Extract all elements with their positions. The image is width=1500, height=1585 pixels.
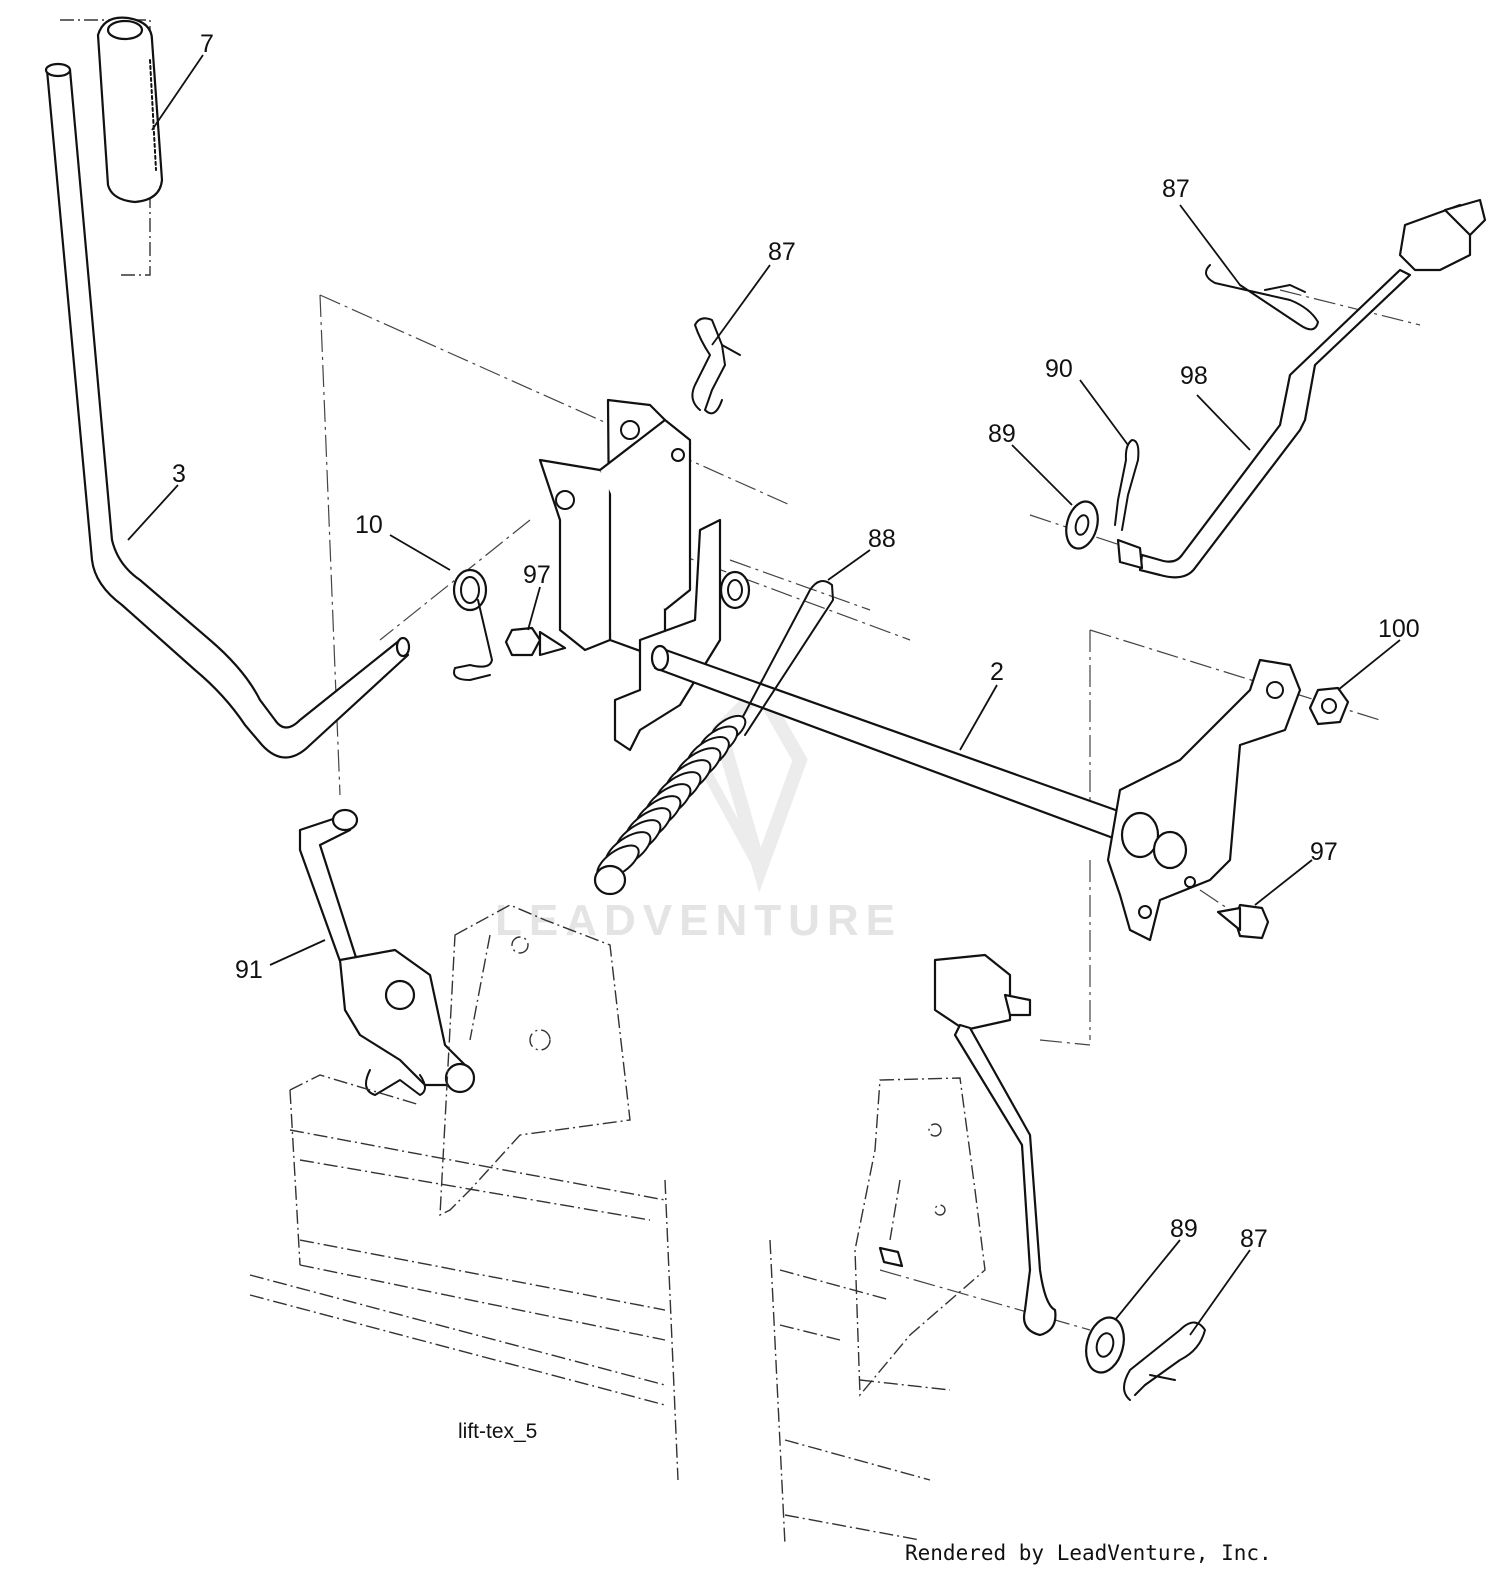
mounting-bracket <box>538 398 692 662</box>
callout-87-upper: 87 <box>768 238 796 266</box>
right-lift-arm <box>1106 658 1302 942</box>
part-7-handle-grip <box>60 16 164 276</box>
part-3-lift-handle <box>44 62 411 759</box>
watermark-logo <box>695 678 808 893</box>
callout-87-right: 87 <box>1162 175 1190 203</box>
part-91-linkage-arm <box>298 808 476 1096</box>
part-87-hairpin-clip-right <box>1205 264 1319 331</box>
callout-89-lower: 89 <box>1170 1215 1198 1243</box>
part-87-hairpin-clip-lower <box>1123 1321 1206 1401</box>
callout-91: 91 <box>235 956 263 984</box>
callout-labels: 7 3 10 97 87 88 87 90 89 98 100 2 97 91 … <box>172 30 1420 1253</box>
pivot-bracket <box>613 518 751 752</box>
callout-leaders <box>127 54 1401 1336</box>
part-87-hairpin-clip-upper <box>691 317 741 415</box>
diagram-caption: lift-tex_5 <box>458 1420 537 1443</box>
front-link-rod <box>933 953 1057 1337</box>
part-88-extension-spring <box>593 580 834 896</box>
part-90-hairpin <box>1114 439 1140 531</box>
render-credit: Rendered by LeadVenture, Inc. <box>905 1541 1272 1565</box>
left-deck-bracket <box>439 904 631 1217</box>
part-98-link-rod <box>1116 198 1487 579</box>
callout-98: 98 <box>1180 362 1208 390</box>
callout-89-upper: 89 <box>988 420 1016 448</box>
callout-10: 10 <box>355 511 383 539</box>
right-deck-bracket <box>854 1077 986 1397</box>
part-89-washer-lower <box>1085 1316 1125 1374</box>
callout-3: 3 <box>172 460 186 488</box>
part-89-washer-upper <box>1065 500 1099 550</box>
callout-97-lower: 97 <box>1310 838 1338 866</box>
part-100-nut <box>1308 686 1350 726</box>
callout-7: 7 <box>200 30 214 58</box>
callout-97-upper: 97 <box>523 561 551 589</box>
callout-87-lower: 87 <box>1240 1225 1268 1253</box>
part-97-bolt-upper <box>504 626 567 657</box>
callout-2: 2 <box>990 658 1004 686</box>
part-97-bolt-lower <box>1216 903 1270 940</box>
callout-88: 88 <box>868 525 896 553</box>
callout-90: 90 <box>1045 355 1073 383</box>
watermark-text: LEADVENTURE <box>495 896 902 945</box>
callout-100: 100 <box>1378 615 1420 643</box>
part-10-torsion-spring <box>452 568 493 681</box>
mower-deck-outline <box>249 1074 951 1546</box>
